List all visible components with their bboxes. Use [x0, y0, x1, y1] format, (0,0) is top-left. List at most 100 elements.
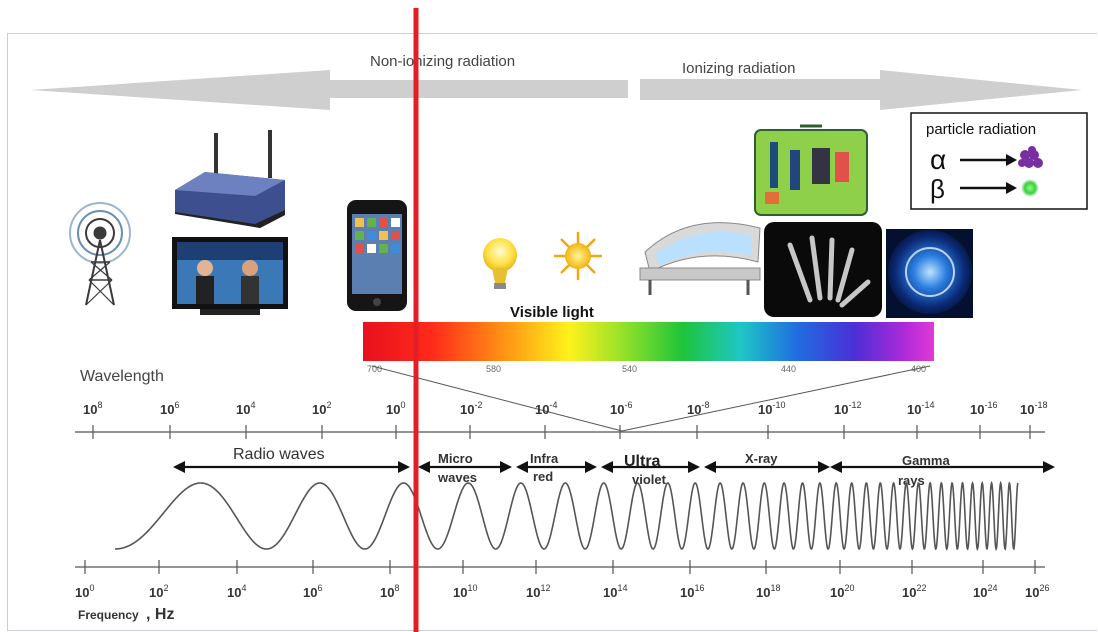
frequency-tick-label: 102	[149, 583, 168, 600]
wavelength-tick-exponent: -6	[624, 400, 632, 410]
wavelength-tick-exponent: -14	[921, 400, 934, 410]
frequency-unit: , Hz	[146, 606, 174, 623]
wavelength-tick-exponent: -4	[549, 400, 557, 410]
beta-particle-icon	[1021, 179, 1039, 197]
gamma-rays-label-line2: rays	[898, 473, 925, 488]
frequency-label: Frequency	[78, 608, 139, 622]
tanning-bed-icon	[639, 222, 761, 295]
frequency-tick-exponent: 12	[540, 583, 550, 593]
visible-light-label: Visible light	[510, 304, 594, 321]
ultraviolet-label-line1: Ultra	[624, 453, 661, 470]
hand-xray-icon	[764, 222, 882, 317]
radio-waves-label: Radio waves	[233, 446, 325, 463]
arrow-right-icon	[688, 461, 700, 473]
frequency-tick-label: 108	[380, 583, 399, 600]
gamma-rays-label-line1: Gamma	[902, 453, 950, 468]
arrow-right-icon	[585, 461, 597, 473]
frequency-tick-exponent: 2	[163, 583, 168, 593]
frequency-tick-exponent: 14	[617, 583, 627, 593]
gamma-burst-icon	[886, 229, 973, 318]
frequency-tick-label: 1020	[830, 583, 854, 600]
alpha-particle-icon	[1018, 146, 1043, 168]
wavelength-tick-exponent: 0	[400, 400, 405, 410]
alpha-arrow-icon	[960, 154, 1017, 166]
light-bulb-icon	[483, 238, 517, 289]
wifi-router-icon	[175, 130, 285, 228]
particle-radiation-title: particle radiation	[926, 121, 1036, 138]
beta-arrow-icon	[960, 182, 1017, 194]
frequency-tick-label: 1010	[453, 583, 477, 600]
wavelength-tick-label: 106	[160, 400, 179, 417]
frequency-tick-exponent: 16	[694, 583, 704, 593]
sun-icon	[554, 232, 602, 280]
wavelength-tick-label: 10-6	[610, 400, 632, 417]
wavelength-tick-label: 10-16	[970, 400, 997, 417]
ionizing-label: Ionizing radiation	[682, 60, 795, 77]
region-arrows	[173, 461, 1055, 473]
frequency-tick-label: 1026	[1025, 583, 1049, 600]
wavelength-tick-exponent: 8	[97, 400, 102, 410]
frequency-tick-exponent: 24	[987, 583, 997, 593]
xray-label: X-ray	[745, 451, 778, 466]
visible-spectrum-bar	[363, 322, 934, 361]
wavelength-tick-label: 10-2	[460, 400, 482, 417]
wavelength-tick-label: 100	[386, 400, 405, 417]
diagram-frame	[7, 33, 1097, 631]
spectrum-tick-label: 700	[367, 364, 382, 374]
frequency-tick-label: 104	[227, 583, 246, 600]
wavelength-tick-exponent: 4	[250, 400, 255, 410]
frequency-tick-exponent: 26	[1039, 583, 1049, 593]
frequency-tick-label: 1018	[756, 583, 780, 600]
wavelength-tick-label: 10-12	[834, 400, 861, 417]
wavelength-tick-exponent: -18	[1034, 400, 1047, 410]
arrow-right-icon	[398, 461, 410, 473]
frequency-tick-exponent: 8	[394, 583, 399, 593]
frequency-tick-exponent: 4	[241, 583, 246, 593]
frequency-tick-exponent: 10	[467, 583, 477, 593]
wavelength-tick-exponent: -10	[772, 400, 785, 410]
infrared-label-line2: red	[533, 469, 553, 484]
wavelength-tick-label: 10-10	[758, 400, 785, 417]
arrow-left-icon	[516, 461, 528, 473]
spectrum-tick-label: 400	[911, 364, 926, 374]
wavelength-tick-label: 10-18	[1020, 400, 1047, 417]
beta-symbol: β	[930, 174, 945, 204]
smartphone-icon	[347, 200, 407, 311]
arrow-left-icon	[601, 461, 613, 473]
visible-range-funnel	[371, 365, 931, 432]
frequency-tick-label: 1012	[526, 583, 550, 600]
arrow-right-icon	[818, 461, 830, 473]
luggage-xray-icon	[754, 124, 868, 216]
wavelength-tick-label: 104	[236, 400, 255, 417]
frequency-tick-label: 1022	[902, 583, 926, 600]
arrow-left-icon	[173, 461, 185, 473]
frequency-tick-exponent: 20	[844, 583, 854, 593]
wavelength-tick-label: 108	[83, 400, 102, 417]
microwaves-label-line2: waves	[437, 470, 477, 485]
frequency-tick-exponent: 22	[916, 583, 926, 593]
arrow-left-icon	[704, 461, 716, 473]
arrow-right-icon	[1043, 461, 1055, 473]
wavelength-tick-exponent: 6	[174, 400, 179, 410]
frequency-tick-exponent: 6	[317, 583, 322, 593]
spectrum-tick-label: 580	[486, 364, 501, 374]
ionizing-arrow	[640, 70, 1082, 110]
microwaves-label-line1: Micro	[438, 451, 473, 466]
radio-tower-icon	[69, 202, 131, 306]
frequency-tick-label: 106	[303, 583, 322, 600]
frequency-tick-label: 100	[75, 583, 94, 600]
infrared-label-line1: Infra	[530, 451, 559, 466]
frequency-tick-label: 1014	[603, 583, 627, 600]
wavelength-tick-exponent: -8	[701, 400, 709, 410]
wavelength-tick-exponent: -16	[984, 400, 997, 410]
frequency-tick-label: 1024	[973, 583, 997, 600]
spectrum-tick-label: 540	[622, 364, 637, 374]
frequency-tick-label: 1016	[680, 583, 704, 600]
alpha-symbol: α	[930, 144, 946, 175]
wavelength-tick-label: 10-4	[535, 400, 557, 417]
non-ionizing-label: Non-ionizing radiation	[370, 53, 515, 70]
